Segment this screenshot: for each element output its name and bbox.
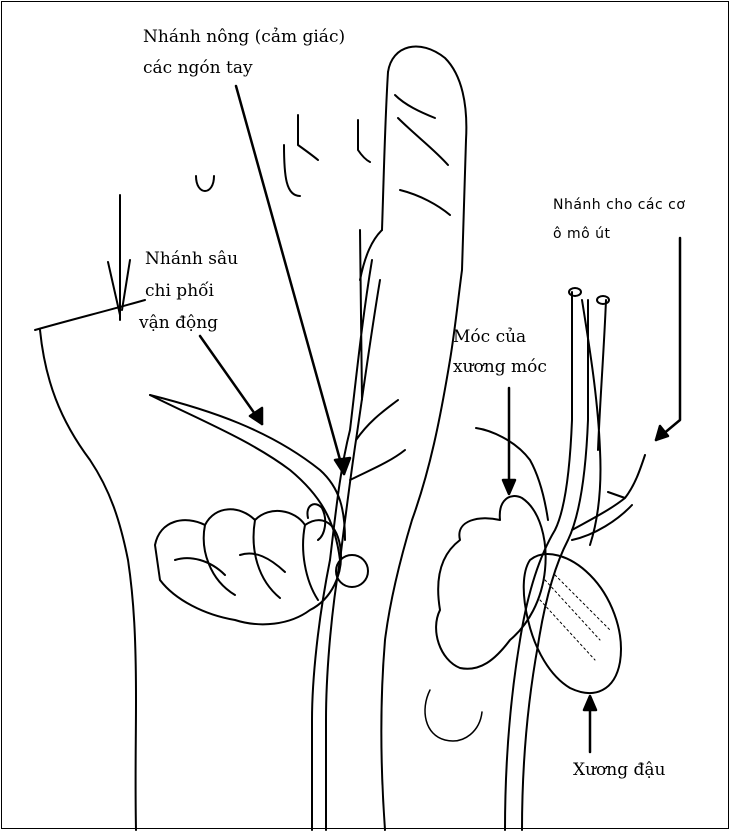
superficial-branch-nerves	[330, 230, 405, 560]
arrowhead-pisiform	[584, 696, 596, 710]
label-pisiform: Xương đậu	[573, 757, 666, 783]
deep-branch-nerve	[150, 395, 345, 540]
ulnar-artery-detail	[582, 300, 606, 545]
label-hamate-hook-line1: Móc của	[453, 324, 526, 350]
carpal-bones	[155, 509, 341, 624]
label-superficial-branch-line1: Nhánh nông (cảm giác)	[143, 24, 345, 50]
pisiform-bone	[524, 554, 621, 693]
label-deep-branch-line1: Nhánh sâu	[145, 246, 238, 272]
arrowhead-hamate	[503, 480, 515, 494]
digit-tips	[196, 115, 370, 196]
nerve-stump-2	[597, 296, 609, 304]
finger-crease	[395, 95, 435, 118]
label-hypothenar-branch-line1: Nhánh cho các cơ	[553, 193, 685, 217]
ulnar-nerve-trunk-left	[312, 560, 340, 830]
arrowhead-hypothenar	[656, 426, 668, 440]
deep-branch-detail	[476, 428, 548, 520]
label-hypothenar-branch-line2: ô mô út	[553, 222, 611, 246]
hand-drawing	[35, 47, 466, 830]
arrow-deep	[200, 336, 262, 424]
little-finger-inner	[382, 72, 450, 230]
arrow-hypothenar	[656, 238, 680, 440]
thumb-nerve-marks	[108, 195, 130, 320]
tissue-outline	[425, 690, 482, 741]
hamate-bone	[436, 496, 546, 669]
little-finger-outline	[388, 47, 466, 360]
label-deep-branch-line2: chi phối	[145, 278, 214, 304]
nerve-stump-1	[569, 288, 581, 296]
hypothenar-branch	[572, 455, 645, 540]
label-superficial-branch-line2: các ngón tay	[143, 55, 253, 81]
label-hamate-hook-line2: xương móc	[453, 354, 547, 380]
arrowhead-superficial	[335, 458, 350, 474]
label-deep-branch-line3: vận động	[139, 310, 218, 336]
palm-outline	[40, 330, 136, 830]
